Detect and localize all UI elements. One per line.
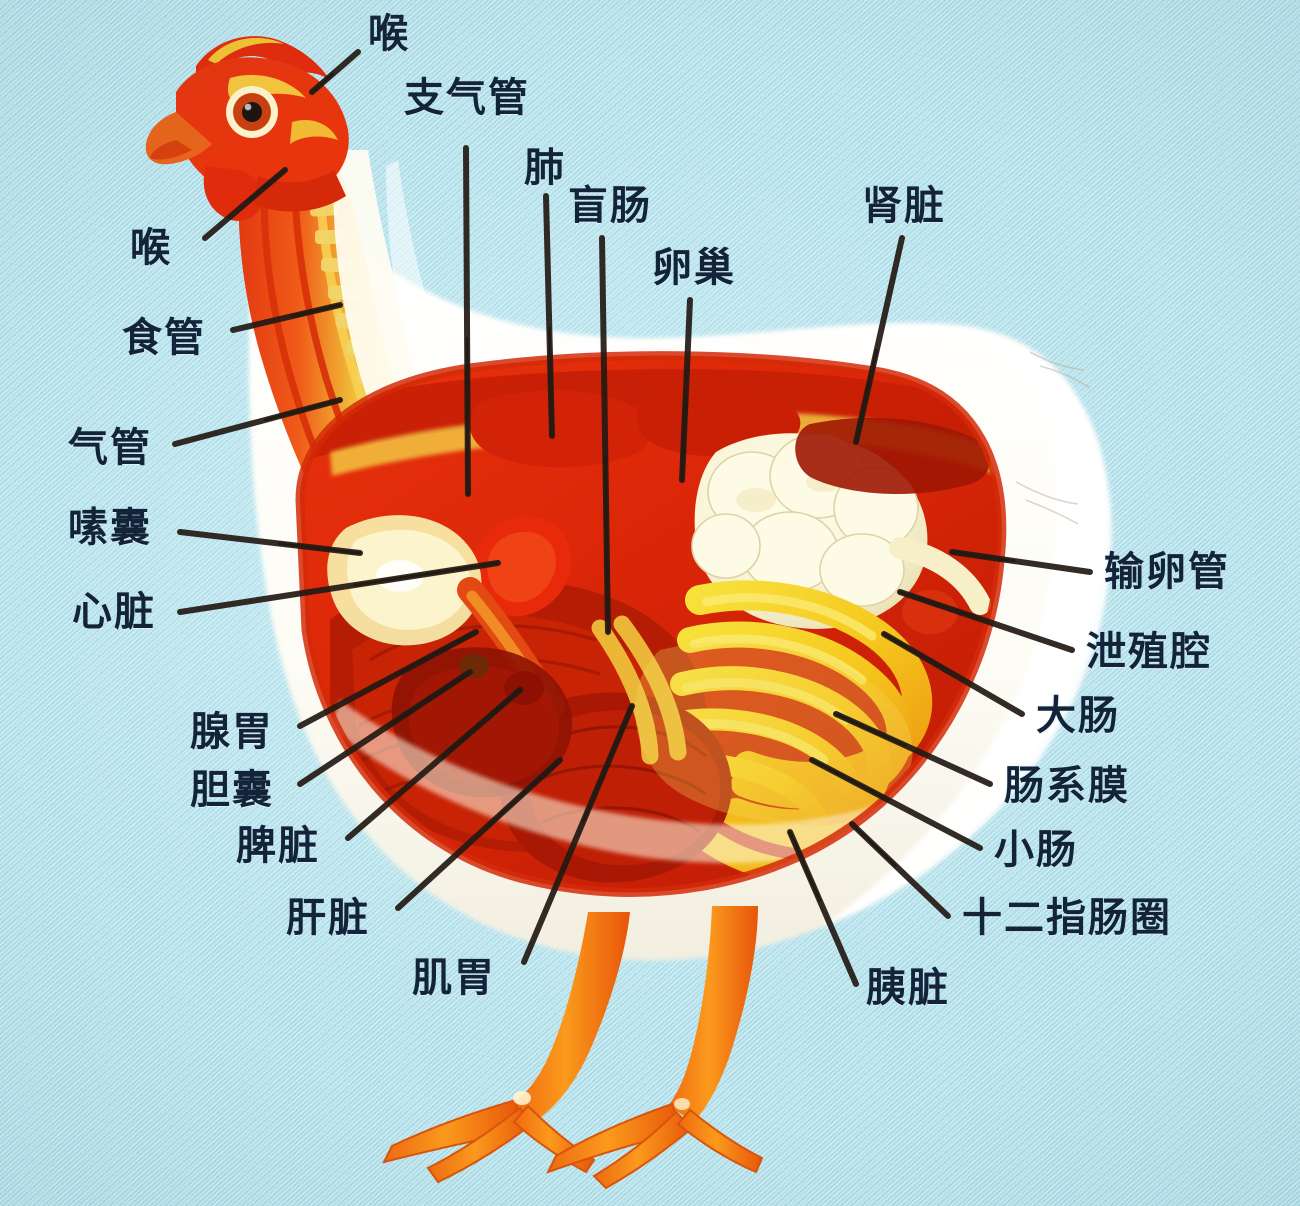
label-cecum: 盲肠 [568,186,652,226]
leader-line-oviduct [949,549,1093,575]
cavity-outline [295,351,1007,897]
leader-line-small-intestine [809,757,983,851]
label-bronchus: 支气管 [404,78,530,118]
leader-line-duodenal-loop [849,821,951,919]
head [145,36,349,221]
leader-line-kidney [853,235,905,445]
cloaca-organ [902,590,958,634]
label-kidney: 肾脏 [862,186,946,226]
heart-organ [472,516,572,617]
label-spleen: 脾脏 [236,826,320,866]
label-duodenal-loop: 十二指肠圈 [962,898,1172,938]
leader-line-pharynx [202,167,288,241]
label-oviduct: 输卵管 [1104,552,1230,592]
leader-line-gizzard [521,703,635,965]
label-liver: 肝脏 [286,898,370,938]
leader-line-cecum [599,235,611,635]
label-mesentery: 肠系膜 [1004,766,1130,806]
label-heart: 心脏 [72,592,156,632]
leader-line-heart [177,560,501,615]
label-esophagus: 食管 [122,318,206,358]
oviduct-organ [889,537,991,615]
label-cloaca: 泄殖腔 [1086,632,1212,672]
label-lung: 肺 [524,148,566,188]
leader-line-ovary [679,297,693,483]
leader-line-cloaca [897,589,1075,653]
leader-line-pancreas [787,829,859,987]
label-ovary: 卵巢 [652,248,736,288]
label-crop: 嗉囊 [68,508,152,548]
leader-line-lung [543,193,555,439]
label-pharynx: 喉 [130,228,172,268]
label-trachea: 气管 [68,428,152,468]
leader-line-bronchus [463,145,471,497]
leader-line-spleen [345,687,523,841]
label-large-intestine: 大肠 [1036,696,1120,736]
label-small-intestine: 小肠 [994,830,1078,870]
label-pancreas: 胰脏 [866,968,950,1008]
label-larynx-top: 喉 [368,14,410,54]
leader-line-trachea [172,397,343,447]
label-gallbladder: 胆囊 [190,770,274,810]
legs [382,906,764,1190]
leader-line-proventriculus [297,629,479,729]
cecum-organ [591,615,687,765]
leader-line-larynx-top [309,49,361,95]
paper-texture-marks [1015,351,1091,525]
leader-line-gallbladder [297,669,473,787]
label-gizzard: 肌胃 [412,958,496,998]
leader-line-esophagus [230,302,343,333]
kidney-organ [795,417,991,495]
leader-line-large-intestine [881,631,1025,717]
label-proventriculus: 腺胃 [190,712,274,752]
leader-line-crop [177,529,363,556]
leader-line-liver [395,757,563,911]
leader-line-mesentery [833,711,993,787]
